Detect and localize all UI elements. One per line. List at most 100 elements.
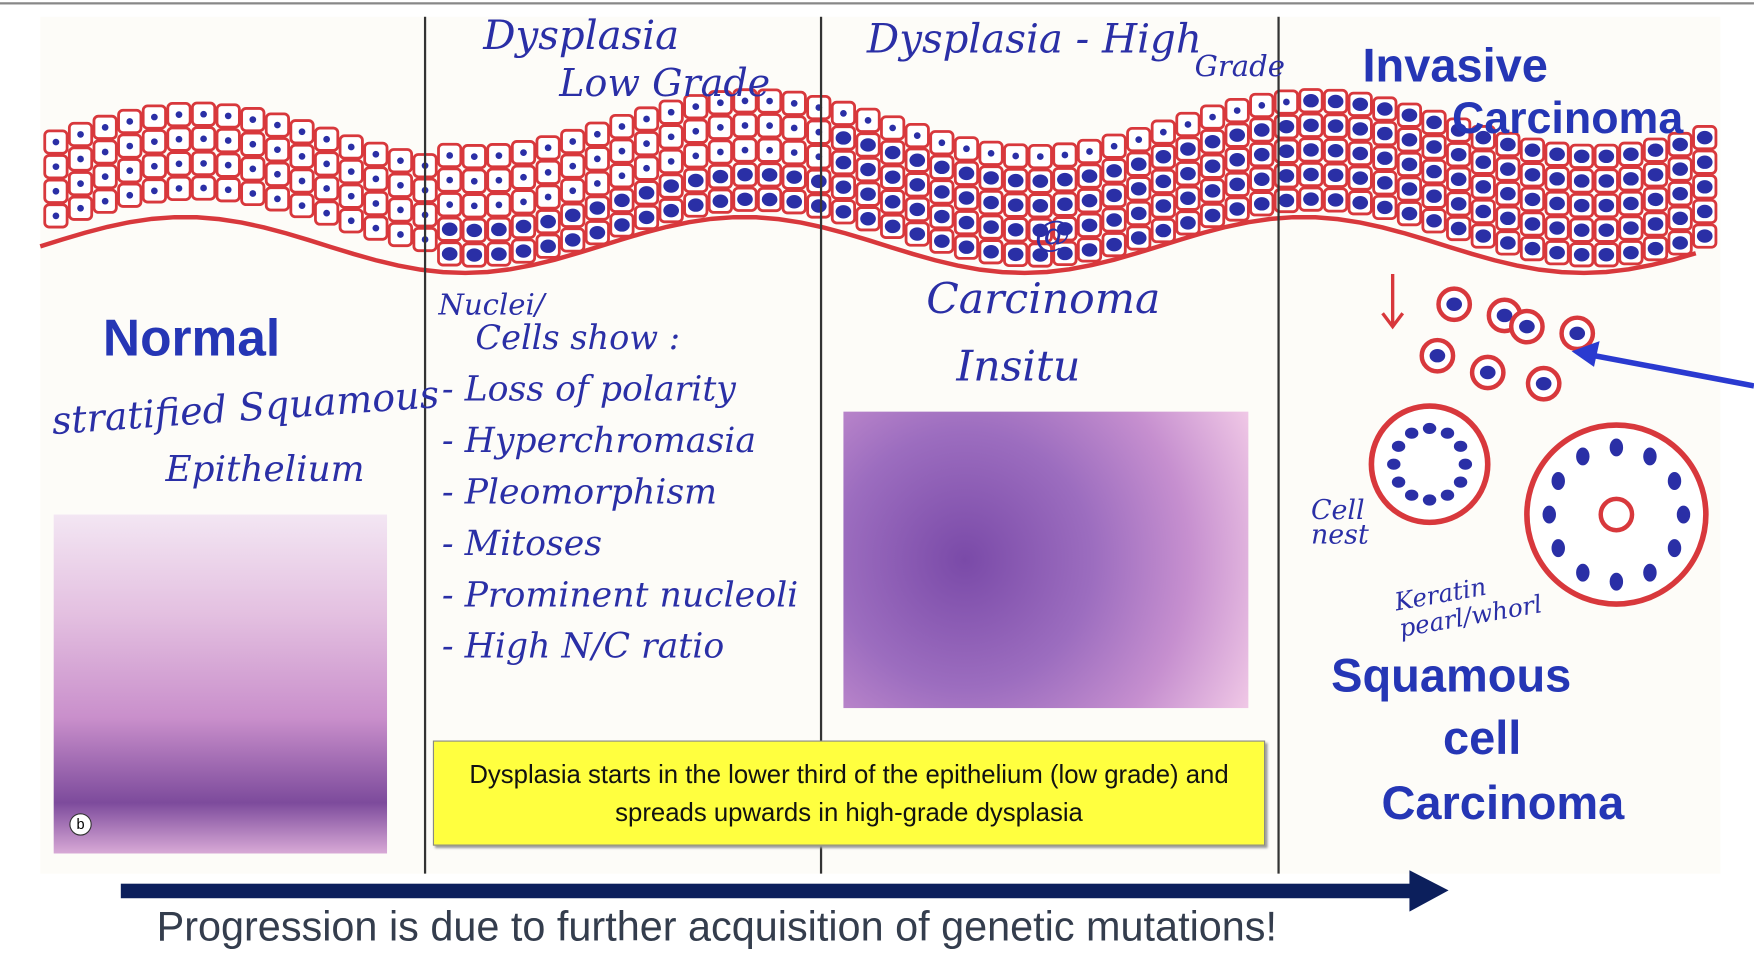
nucleus (983, 220, 999, 234)
nucleus (1278, 119, 1295, 134)
progression-arrowhead-icon (1409, 870, 1449, 912)
nucleus (1303, 167, 1319, 182)
nucleus (1643, 447, 1657, 466)
nucleus (1012, 152, 1020, 160)
list-heading-2: Cells show : (475, 318, 681, 358)
divider (819, 16, 822, 874)
nucleus (544, 169, 552, 176)
nucleus (1696, 130, 1713, 145)
nucleus (663, 179, 679, 193)
divider (423, 16, 426, 874)
nucleus (1696, 229, 1713, 243)
nucleus (1229, 128, 1246, 142)
nucleus (1155, 223, 1172, 238)
scc-title: Squamous (1331, 648, 1572, 702)
nucleus (593, 180, 601, 187)
nucleus (544, 144, 552, 152)
nucleus (1204, 159, 1221, 173)
nucleus (1576, 563, 1590, 582)
nucleus (1672, 236, 1688, 250)
nucleus (1204, 208, 1221, 223)
nucleus (1549, 221, 1565, 235)
nucleus (101, 124, 109, 131)
down-arrow-icon (1381, 274, 1405, 330)
nucleus (786, 195, 803, 209)
keratin-whorl (1598, 496, 1635, 533)
nucleus (1130, 206, 1147, 221)
nucleus (983, 195, 999, 210)
image-label: b (69, 813, 92, 836)
top-border (0, 2, 1754, 5)
nucleus (1672, 211, 1688, 226)
nucleus (1007, 173, 1024, 188)
list-heading: Nuclei/ (438, 288, 545, 323)
nucleus (1032, 223, 1049, 238)
nucleus (1057, 222, 1073, 236)
nucleus (1573, 198, 1590, 213)
nucleus (515, 244, 532, 258)
nucleus (1598, 223, 1615, 237)
nucleus (1401, 182, 1418, 196)
nucleus (569, 138, 577, 145)
nucleus (1549, 147, 1565, 161)
nucleus (1623, 221, 1639, 235)
nucleus (1524, 143, 1541, 157)
nucleus (1647, 217, 1664, 231)
nucleus (1032, 174, 1049, 188)
nucleus (667, 158, 675, 165)
nucleus (717, 148, 724, 156)
nucleus (1007, 247, 1024, 262)
nucleus (520, 149, 527, 156)
nucleus (1524, 217, 1541, 231)
nucleus (1475, 155, 1492, 169)
nucleus (860, 162, 876, 177)
nucleus (1535, 376, 1552, 391)
nucleus (224, 112, 232, 120)
nucleus (963, 145, 970, 153)
nucleus (126, 191, 134, 199)
nucleus (1500, 236, 1516, 250)
nucleus (298, 202, 306, 209)
nucleus (860, 187, 876, 201)
nucleus (249, 190, 257, 197)
nucleus (1253, 147, 1270, 162)
nucleus (1032, 199, 1049, 213)
nucleus (938, 139, 946, 147)
nucleus (790, 124, 798, 132)
nucleus (1549, 172, 1565, 186)
nucleus (323, 160, 330, 168)
nucleus (786, 170, 803, 184)
nucleus (1453, 476, 1468, 488)
scc-title-3: Carcinoma (1381, 776, 1625, 829)
dysplasia-note: Dysplasia starts in the lower third of t… (432, 740, 1266, 846)
nucleus (1422, 494, 1437, 506)
nucleus (1180, 191, 1196, 205)
nucleus (1130, 182, 1147, 196)
nucleus (1283, 98, 1290, 106)
nucleus (1036, 153, 1044, 160)
nucleus (298, 128, 306, 136)
nucleus (347, 192, 355, 200)
nucleus (372, 224, 380, 232)
nucleus (737, 167, 753, 182)
nucleus (934, 209, 950, 224)
pointer-arrowhead-icon (1571, 341, 1600, 367)
nucleus (224, 161, 232, 169)
nucleus (810, 199, 827, 213)
cell-nest-label: Cell nest (1310, 494, 1369, 551)
nucleus (175, 111, 183, 118)
nucleus (1696, 180, 1713, 194)
nucleus (1623, 147, 1639, 161)
nucleus (126, 142, 134, 150)
nucleus (1475, 130, 1492, 145)
nucleus (835, 205, 852, 219)
nucleus (52, 138, 60, 146)
nucleus (466, 223, 483, 238)
nucleus (864, 116, 872, 124)
nucleus (638, 210, 655, 225)
nucleus (1500, 187, 1516, 201)
normal-histology-image: b (53, 514, 388, 854)
nucleus (909, 178, 926, 192)
